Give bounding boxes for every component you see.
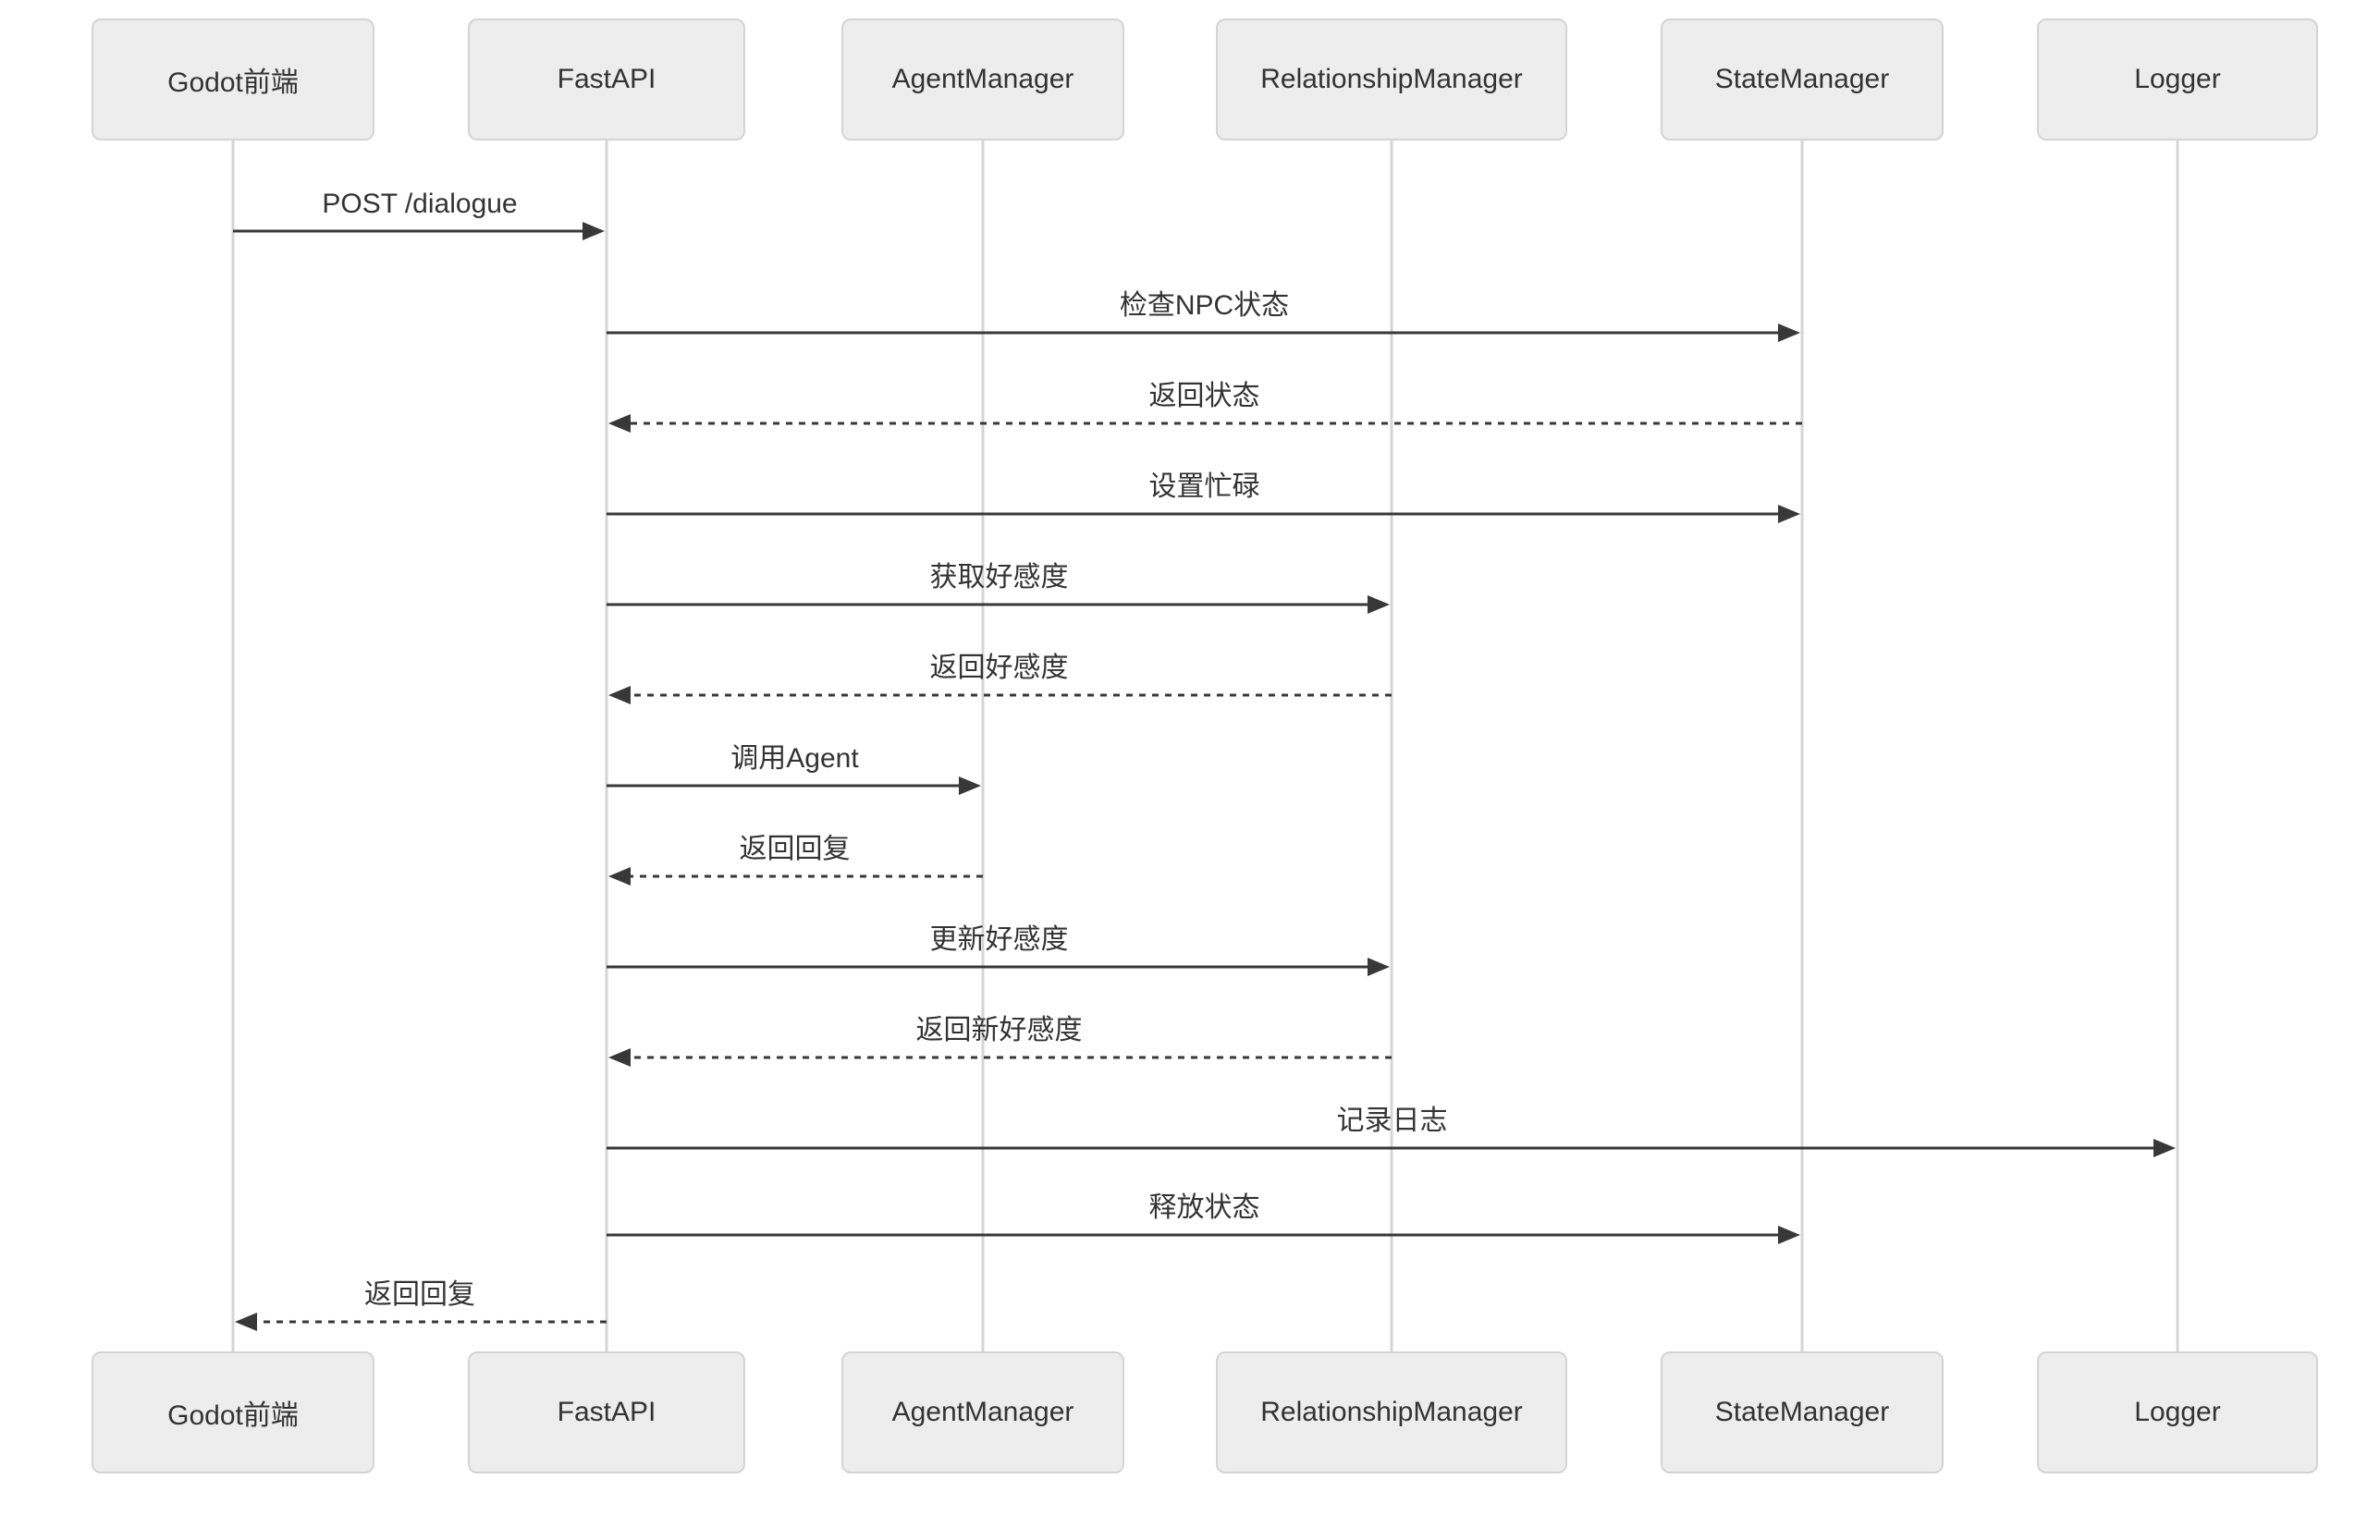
participant-box-bottom-state: StateManager: [1661, 1351, 1944, 1473]
participant-label: Logger: [2134, 64, 2221, 94]
message-arrowhead: [959, 776, 981, 795]
message-label: 释放状态: [1148, 1192, 1260, 1223]
participant-box-top-relationship: RelationshipManager: [1216, 18, 1567, 141]
message-label: 调用Agent: [730, 743, 859, 774]
participant-box-top-agent: AgentManager: [841, 18, 1124, 141]
participant-box-top-godot: Godot前端: [92, 18, 374, 141]
message-arrowhead: [1778, 505, 1800, 523]
participant-box-bottom-fastapi: FastAPI: [468, 1351, 745, 1473]
participant-box-top-state: StateManager: [1661, 18, 1944, 141]
participant-label: AgentManager: [891, 1397, 1074, 1427]
participant-label: RelationshipManager: [1260, 64, 1523, 94]
participant-label: Godot前端: [167, 1400, 299, 1431]
participant-box-bottom-agent: AgentManager: [841, 1351, 1124, 1473]
message-label: 返回回复: [739, 834, 851, 864]
participant-label: Godot前端: [167, 67, 299, 98]
message-arrowhead: [1778, 1226, 1800, 1244]
participant-label: StateManager: [1714, 64, 1890, 94]
message-label: 获取好感度: [929, 562, 1069, 593]
participant-label: Logger: [2134, 1397, 2221, 1427]
message-arrowhead: [608, 867, 631, 886]
participant-label: AgentManager: [891, 64, 1074, 94]
message-label: 记录日志: [1336, 1106, 1448, 1136]
message-arrowhead: [608, 686, 631, 704]
message-label: 返回好感度: [929, 653, 1069, 683]
participant-box-bottom-godot: Godot前端: [92, 1351, 374, 1473]
participant-label: FastAPI: [557, 64, 656, 94]
message-label: 返回新好感度: [915, 1015, 1083, 1045]
participant-label: FastAPI: [557, 1397, 656, 1427]
message-arrowhead: [1778, 324, 1800, 342]
message-label: 返回回复: [364, 1279, 475, 1310]
participant-label: RelationshipManager: [1260, 1397, 1523, 1427]
message-arrowhead: [1368, 958, 1390, 976]
participant-box-top-logger: Logger: [2037, 18, 2318, 141]
participant-label: StateManager: [1714, 1397, 1890, 1427]
message-label: 更新好感度: [929, 924, 1069, 955]
message-arrowhead: [1368, 595, 1390, 614]
participant-box-top-fastapi: FastAPI: [468, 18, 745, 141]
message-arrowhead: [2153, 1139, 2176, 1157]
message-label: 返回状态: [1148, 381, 1260, 411]
message-label: 检查NPC状态: [1119, 290, 1290, 321]
participant-box-bottom-relationship: RelationshipManager: [1216, 1351, 1567, 1473]
message-arrowhead: [608, 1048, 631, 1067]
message-label: 设置忙碌: [1148, 471, 1260, 502]
message-label: POST /dialogue: [322, 189, 518, 219]
message-arrowhead: [608, 414, 631, 433]
message-arrowhead: [235, 1313, 257, 1331]
message-arrowhead: [583, 222, 605, 240]
participant-box-bottom-logger: Logger: [2037, 1351, 2318, 1473]
